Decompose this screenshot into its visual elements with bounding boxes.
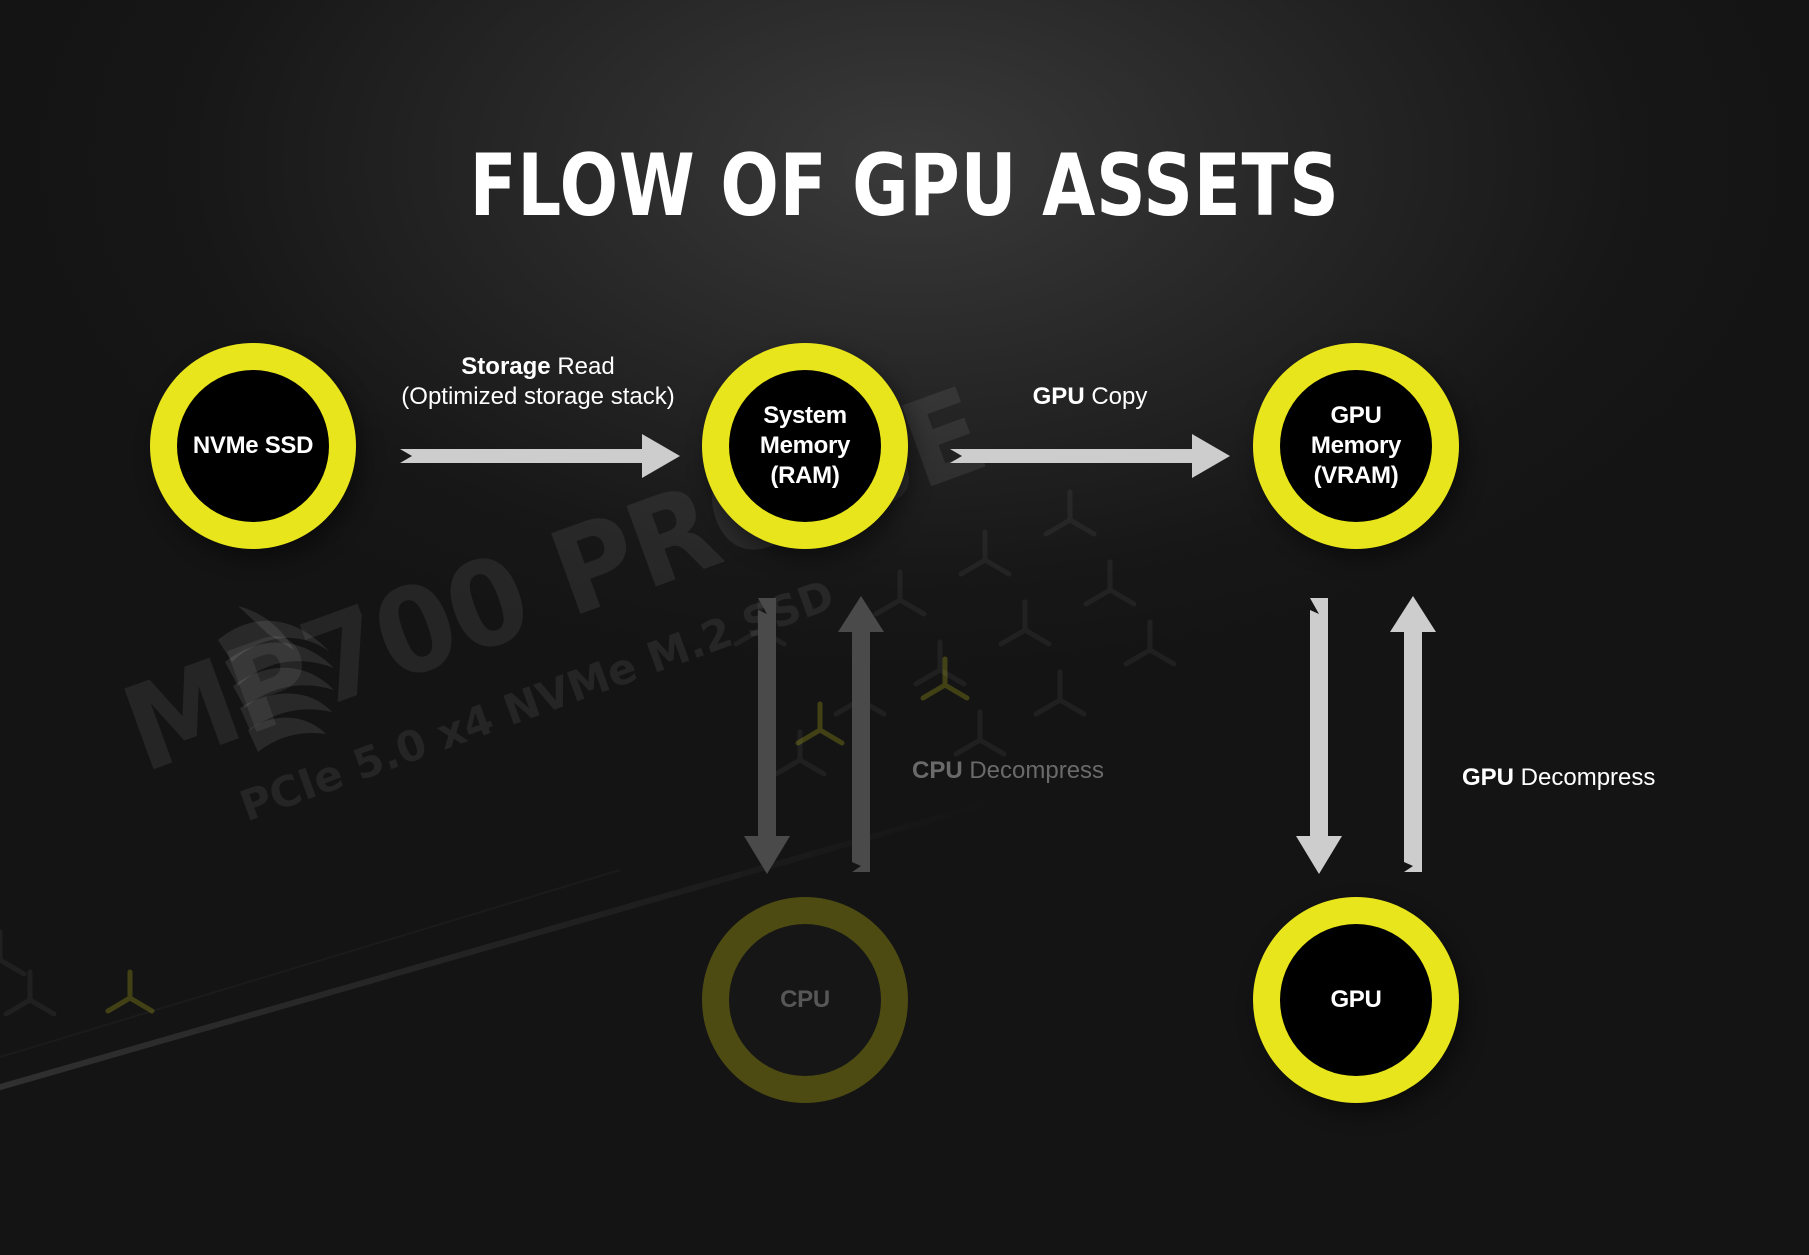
arrow-vram-to-gpu — [1296, 598, 1342, 874]
label-gpu-decompress: GPU Decompress — [1462, 763, 1655, 793]
page-title: FLOW OF GPU ASSETS — [469, 136, 1340, 236]
node-gpu-memory-label: GPU Memory (VRAM) — [1310, 402, 1402, 489]
label-gpu-copy: GPU Copy — [960, 382, 1220, 412]
node-nvme-ssd-label: NVMe SSD — [192, 432, 314, 459]
label-gpu-decompress-text: Decompress — [1514, 764, 1656, 791]
label-gpu-decompress-bold: GPU — [1462, 764, 1515, 791]
y-pattern-texture — [0, 489, 1177, 1017]
arrow-storage-read — [400, 434, 680, 478]
label-storage-read: Storage Read (Optimized storage stack) — [388, 352, 688, 412]
label-gpu-copy-text: Copy — [1084, 383, 1148, 410]
node-gpu: GPU — [1253, 897, 1459, 1103]
arrow-ram-to-cpu — [744, 598, 790, 874]
label-storage-read-bold: Storage — [461, 353, 551, 380]
arrow-cpu-to-ram — [838, 596, 884, 872]
node-gpu-label: GPU — [1330, 986, 1382, 1013]
label-cpu-decompress-text: Decompress — [962, 757, 1105, 784]
node-system-memory-label: System Memory (RAM) — [759, 402, 851, 489]
node-gpu-memory: GPU Memory (VRAM) — [1253, 343, 1459, 549]
node-cpu: CPU — [702, 897, 908, 1103]
node-system-memory: System Memory (RAM) — [702, 343, 908, 549]
label-storage-read-text: Read — [550, 353, 615, 380]
node-cpu-label: CPU — [780, 986, 830, 1013]
label-gpu-copy-bold: GPU — [1032, 383, 1085, 410]
label-storage-read-note: (Optimized storage stack) — [401, 383, 675, 410]
label-cpu-decompress: CPU Decompress — [912, 756, 1104, 786]
arrow-gpu-to-vram — [1390, 596, 1436, 872]
label-cpu-decompress-bold: CPU — [912, 757, 963, 784]
corsair-sails-logo-icon — [218, 606, 334, 752]
node-nvme-ssd: NVMe SSD — [150, 343, 356, 549]
arrow-gpu-copy — [950, 434, 1230, 478]
